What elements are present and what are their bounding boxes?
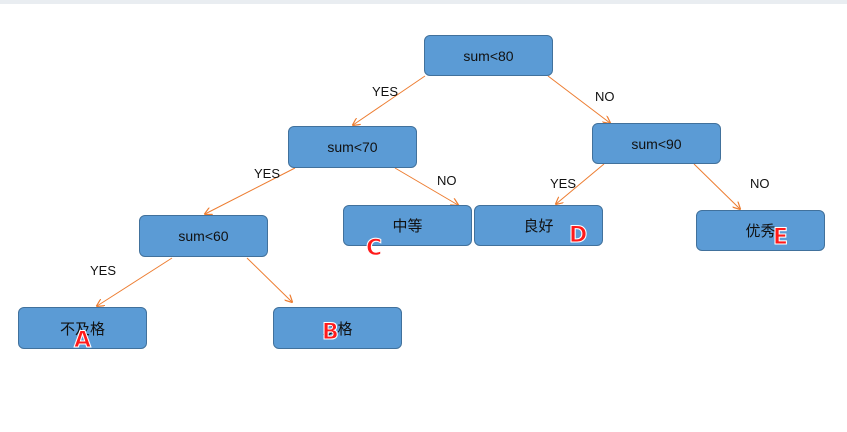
node-label: sum<70 bbox=[327, 139, 378, 155]
edge-label-sum90-no: NO bbox=[750, 176, 770, 191]
node-sum-lt-90: sum<90 bbox=[592, 123, 721, 164]
edge-root-to-sum90 bbox=[547, 75, 610, 123]
marker-c: C bbox=[365, 236, 383, 261]
node-sum-lt-70: sum<70 bbox=[288, 126, 417, 168]
edge-sum60-to-fail bbox=[97, 257, 173, 306]
leaf-excellent: 优秀 bbox=[696, 210, 825, 251]
marker-d: D bbox=[568, 223, 588, 248]
edge-label-root-no: NO bbox=[595, 89, 615, 104]
node-label: 不及格 bbox=[59, 319, 105, 338]
edge-label-sum70-yes: YES bbox=[254, 166, 281, 181]
node-label: sum<60 bbox=[178, 228, 229, 244]
edge-sum70-to-medium bbox=[394, 167, 458, 205]
edge-sum90-to-excellent bbox=[693, 163, 740, 209]
edge-label-sum70-no: NO bbox=[437, 173, 457, 188]
node-sum-lt-80: sum<80 bbox=[424, 35, 553, 76]
marker-b: B bbox=[322, 320, 340, 345]
edge-label-root-yes: YES bbox=[372, 84, 399, 99]
leaf-medium: 中等 bbox=[343, 205, 472, 246]
top-strip bbox=[0, 0, 847, 4]
node-label: sum<90 bbox=[631, 135, 682, 152]
edge-sum90-to-good bbox=[556, 163, 605, 204]
edge-label-sum60-yes: YES bbox=[90, 263, 117, 278]
node-label: 及格 bbox=[322, 319, 353, 338]
node-sum-lt-60: sum<60 bbox=[139, 215, 268, 257]
edge-root-to-sum70 bbox=[353, 75, 426, 125]
edge-label-sum90-yes: YES bbox=[550, 176, 577, 191]
marker-a: A bbox=[73, 328, 92, 353]
leaf-fail: 不及格 bbox=[18, 307, 147, 349]
node-label: sum<80 bbox=[463, 47, 514, 64]
node-label: 良好 bbox=[523, 217, 554, 235]
edge-sum60-to-pass bbox=[246, 257, 292, 302]
leaf-pass: 及格 bbox=[273, 307, 402, 349]
edge-sum70-to-sum60 bbox=[205, 167, 296, 214]
leaf-good: 良好 bbox=[474, 205, 603, 246]
node-label: 中等 bbox=[392, 217, 423, 235]
node-label: 优秀 bbox=[745, 222, 776, 240]
marker-e: E bbox=[772, 225, 789, 250]
